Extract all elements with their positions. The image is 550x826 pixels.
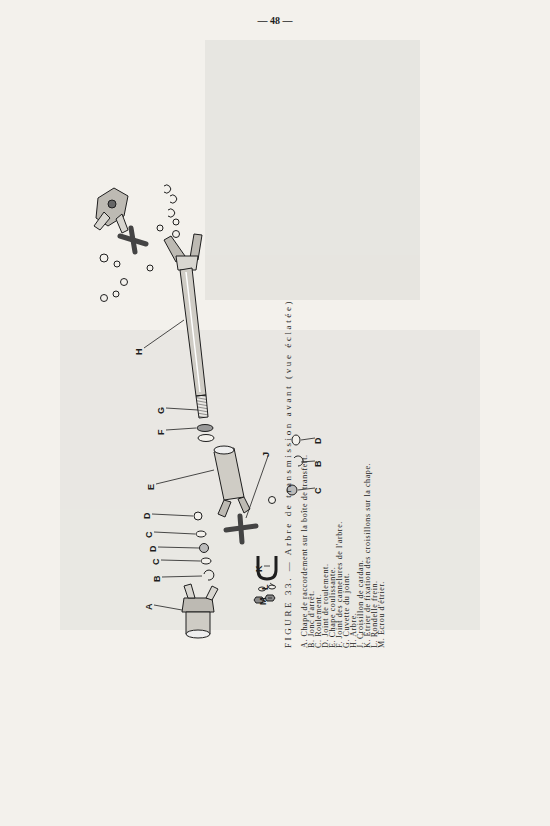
callout-letter: E: [147, 484, 156, 490]
callout-letter: G: [157, 406, 166, 413]
flange-yoke-upper: [94, 188, 128, 233]
callout-letter: D: [143, 513, 152, 520]
bleed-through: [60, 40, 480, 630]
spline-seal: [197, 425, 213, 432]
page-number: — 48 —: [258, 16, 293, 26]
callout-letter: A: [145, 604, 154, 611]
shaft-tube: [180, 268, 208, 418]
callout-letter: F: [157, 429, 166, 435]
flange-yoke: [182, 584, 218, 638]
callout-letter: M: [259, 597, 268, 605]
callout-letter: D: [314, 438, 323, 445]
callout-letter: C: [145, 532, 154, 539]
callout-letter: H: [135, 349, 144, 356]
callout-letter: L: [261, 584, 270, 590]
callout-letter: B: [314, 461, 323, 468]
spider-cross: [226, 516, 256, 542]
callout-letter: B: [153, 576, 162, 583]
slip-yoke: [214, 446, 250, 517]
callout-letter: C: [314, 488, 323, 495]
callout-letter: C: [152, 559, 161, 566]
shaft-yoke: [164, 234, 202, 270]
callout-letter: D: [149, 546, 158, 553]
callout-letter: K: [255, 566, 264, 573]
callout-letter: J: [262, 451, 271, 456]
spider-cross-upper: [120, 228, 146, 252]
legend-line: M. Écrou d'étrier.: [378, 581, 386, 648]
seal-cup: [198, 435, 214, 442]
bearing-parts-left: [194, 512, 214, 580]
figure-caption: FIGURE 33. — Arbre de transmission avant…: [284, 299, 293, 648]
